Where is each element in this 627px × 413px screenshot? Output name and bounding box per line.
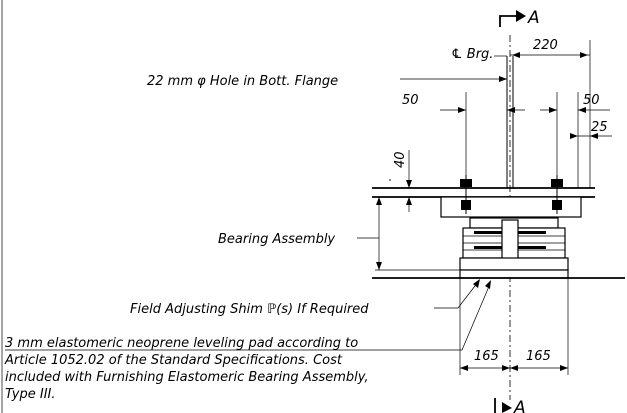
- dimension-label-220: 220: [533, 38, 558, 53]
- dimension-right-50: 50: [540, 93, 610, 113]
- hole-label: 22 mm φ Hole in Bott. Flange: [147, 74, 338, 89]
- sole-plate: [440, 196, 582, 218]
- section-letter-top: A: [527, 8, 540, 28]
- note-line-3: included with Furnishing Elastomeric Bea…: [5, 370, 369, 385]
- section-letter-bottom: A: [513, 398, 526, 413]
- leveling-pad: [459, 269, 569, 279]
- dimension-label-165-left: 165: [474, 349, 499, 364]
- bolt-right: [551, 175, 563, 214]
- drawing-dot: [389, 179, 391, 181]
- dimension-220: 220: [510, 38, 590, 58]
- shim-label: Field Adjusting Shim ℙ(s) If Required: [130, 302, 369, 317]
- dimension-bottom-165: 165 165: [459, 278, 569, 375]
- dimension-40: 40: [375, 150, 420, 212]
- note-leader: [446, 283, 491, 351]
- dimension-label-left-50: 50: [402, 93, 419, 108]
- note-line-2: Article 1052.02 of the Standard Specific…: [4, 353, 343, 368]
- dimension-25: 25: [570, 120, 612, 139]
- leveling-pad-note: 3 mm elastomeric neoprene leveling pad a…: [4, 336, 446, 402]
- elastomeric-bearing: [462, 217, 566, 261]
- dimension-label-25: 25: [591, 120, 608, 135]
- section-marker-top: A: [499, 8, 540, 28]
- dimension-label-right-50: 50: [583, 93, 600, 108]
- bottom-flange: [372, 187, 595, 198]
- bolt-left: [460, 175, 472, 214]
- bearing-assembly-label: Bearing Assembly: [218, 232, 335, 247]
- centerline-label: ℄ Brg.: [451, 47, 493, 62]
- hole-extension-lines: [465, 40, 591, 188]
- dimension-label-165-right: 165: [526, 349, 551, 364]
- note-line-1: 3 mm elastomeric neoprene leveling pad a…: [5, 336, 358, 351]
- masonry-plate: [459, 257, 569, 271]
- dimension-left-50: 50: [402, 93, 525, 113]
- bearing-assembly-dimension: [375, 197, 460, 271]
- note-line-4: Type III.: [5, 387, 56, 402]
- dimension-label-40: 40: [393, 151, 408, 168]
- section-marker-bottom: A: [494, 398, 526, 413]
- shim-leader: [434, 281, 479, 309]
